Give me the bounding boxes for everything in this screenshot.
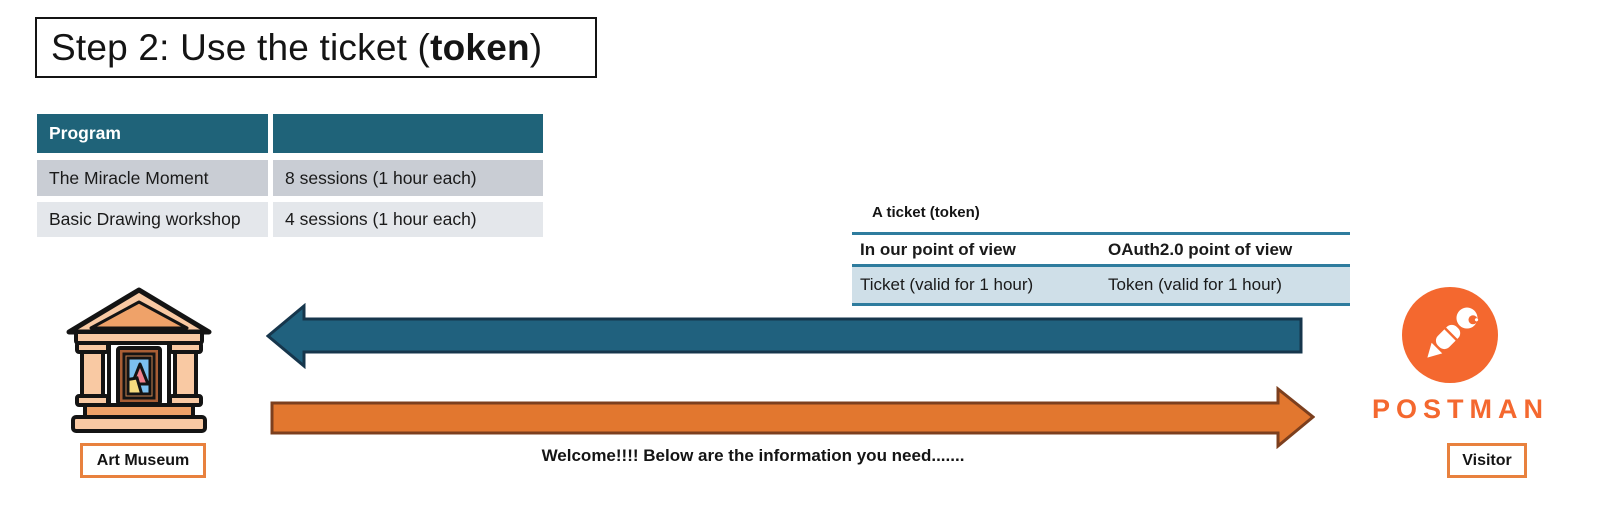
ticket-table-caption: A ticket (token)	[872, 204, 980, 221]
table-row: The Miracle Moment 8 sessions (1 hour ea…	[37, 160, 543, 196]
art-museum-building-icon	[66, 287, 212, 433]
table-cell: 8 sessions (1 hour each)	[273, 160, 543, 196]
ticket-table-header-cell: OAuth2.0 point of view	[1108, 239, 1293, 259]
table-cell: 4 sessions (1 hour each)	[273, 202, 543, 237]
postman-wordmark: POSTMAN	[1372, 394, 1549, 424]
ticket-table-header-cell: In our point of view	[860, 239, 1016, 259]
art-museum-label-text: Art Museum	[96, 451, 190, 469]
step-title-box: Step 2: Use the ticket (token)	[35, 17, 597, 78]
table-cell: Basic Drawing workshop	[37, 202, 268, 237]
table-row: Ticket (valid for 1 hour) Token (valid f…	[852, 267, 1350, 303]
program-table-header-cell	[273, 114, 543, 153]
table-cell: Token (valid for 1 hour)	[1108, 275, 1282, 294]
welcome-right-arrow	[270, 386, 1315, 449]
ticket-table-rule	[852, 264, 1350, 267]
ticket-table-rule	[852, 232, 1350, 235]
program-table: Program The Miracle Moment 8 sessions (1…	[37, 114, 543, 237]
step-title-bold-word: token	[430, 26, 530, 68]
program-table-header-cell: Program	[37, 114, 268, 153]
ticket-table-rule	[852, 303, 1350, 306]
program-table-header-row: Program	[37, 114, 543, 153]
step-title: Step 2: Use the ticket (token)	[51, 27, 542, 69]
postman-logo-icon	[1402, 287, 1498, 383]
visitor-label-text: Visitor	[1462, 451, 1512, 469]
visitor-label: Visitor	[1447, 443, 1527, 478]
table-row: Basic Drawing workshop 4 sessions (1 hou…	[37, 202, 543, 237]
table-cell: Ticket (valid for 1 hour)	[860, 275, 1034, 294]
welcome-message: Welcome!!!! Below are the information yo…	[541, 446, 965, 465]
ticket-table: A ticket (token) In our point of view OA…	[852, 204, 1350, 306]
step-title-prefix: Step 2: Use the ticket (	[51, 26, 431, 68]
table-cell: The Miracle Moment	[37, 160, 268, 196]
ticket-table-header-row: In our point of view OAuth2.0 point of v…	[852, 235, 1350, 264]
art-museum-label: Art Museum	[80, 443, 206, 478]
token-left-arrow	[266, 303, 1303, 369]
step-title-suffix: )	[529, 26, 543, 68]
